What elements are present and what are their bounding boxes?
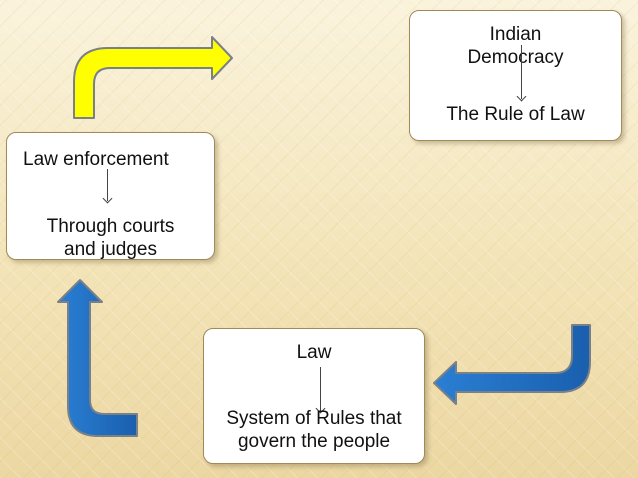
node-enforcement-subtitle: Through courts and judges [46, 216, 175, 260]
node-law-enforcement: Law enforcement Through courts and judge… [6, 132, 215, 260]
node-enforcement-title: Law enforcement [23, 149, 169, 170]
blue-bent-arrow-up-icon [57, 279, 138, 437]
node-law-subtitle: System of Rules that govern the people [226, 408, 402, 452]
down-arrow-icon [320, 367, 321, 411]
node-indian-democracy: Indian Democracy The Rule of Law [409, 10, 622, 141]
node-democracy-title: Indian Democracy [467, 24, 564, 68]
yellow-bent-arrow-icon [73, 36, 233, 119]
down-arrow-icon [521, 45, 522, 99]
node-democracy-subtitle: The Rule of Law [446, 104, 585, 125]
node-law: Law System of Rules that govern the peop… [203, 328, 425, 464]
down-arrow-icon [107, 169, 108, 201]
node-law-title: Law [296, 342, 332, 363]
blue-bent-arrow-left-icon [433, 324, 591, 405]
